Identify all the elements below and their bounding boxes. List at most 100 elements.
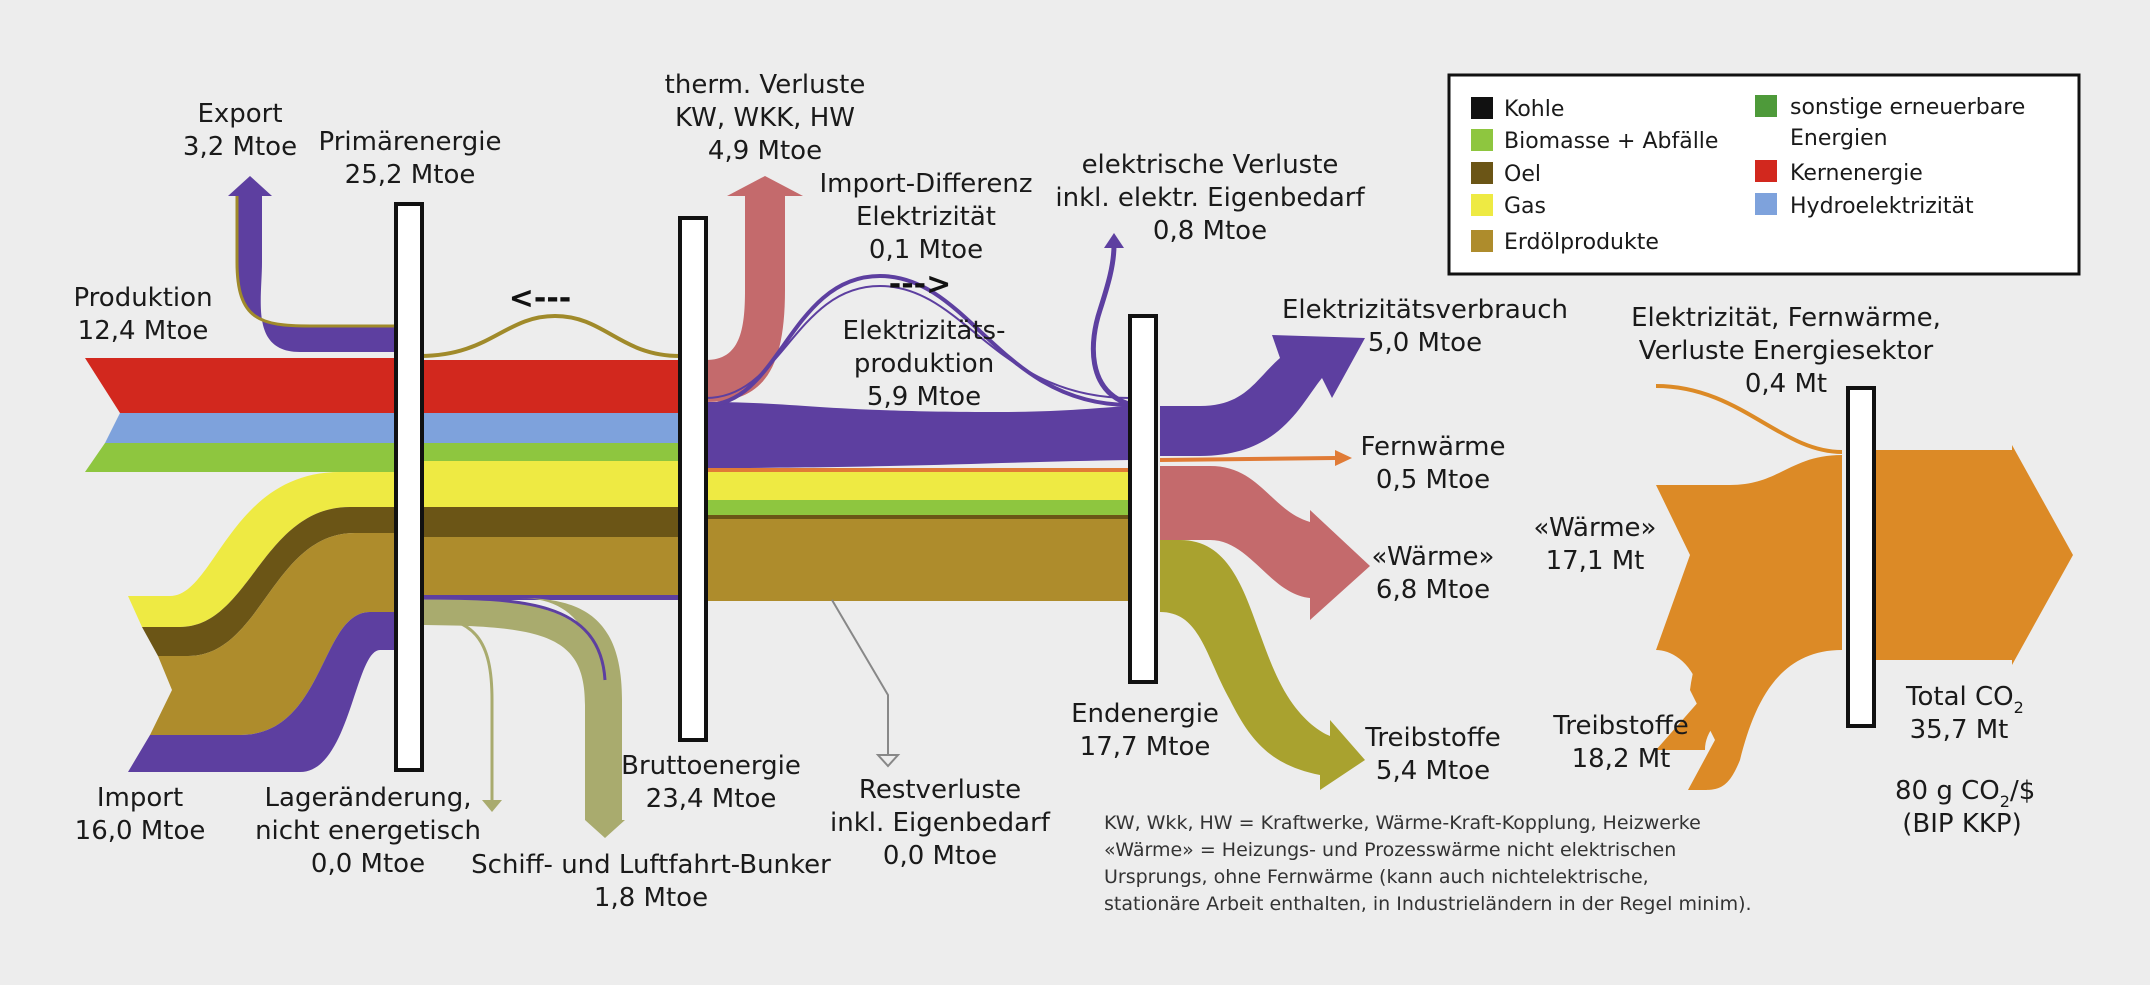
co2-intensity-text: 80 g CO bbox=[1895, 776, 2000, 806]
endenergie-bar bbox=[1128, 314, 1158, 684]
produktion-kern-band bbox=[85, 358, 396, 413]
brutto-label: Bruttoenergie bbox=[621, 751, 801, 781]
brutto-bar bbox=[678, 216, 708, 742]
arrow-left-marker: <--- bbox=[509, 281, 572, 316]
co2-elek-label-1: Elektrizität, Fernwärme, bbox=[1631, 303, 1941, 333]
legend-swatch-biomasse bbox=[1471, 129, 1493, 151]
primaer-label: Primärenergie bbox=[319, 127, 502, 157]
arrow-right-marker: ---> bbox=[889, 267, 952, 302]
bunker-outline bbox=[419, 596, 607, 681]
co2-total-flow bbox=[1865, 445, 2073, 665]
legend-swatch-erdoel bbox=[1471, 230, 1493, 252]
legend-label-erneuerbar-1: sonstige erneuerbare bbox=[1790, 95, 2025, 120]
elverbrauch-flow bbox=[1160, 335, 1365, 456]
bunker-arrowhead bbox=[585, 820, 625, 838]
import-erdoel-band bbox=[150, 533, 396, 735]
mid2-biomasse-band bbox=[706, 500, 1130, 515]
produktion-value: 12,4 Mtoe bbox=[78, 316, 209, 346]
mid-kern-band bbox=[410, 360, 680, 413]
therm-label-1: therm. Verluste bbox=[665, 70, 866, 100]
rest-label-2: inkl. Eigenbedarf bbox=[830, 808, 1051, 838]
primaer-bar bbox=[394, 202, 424, 772]
mid-elektro-thin-band bbox=[410, 595, 680, 600]
mid2-erdoel-band bbox=[706, 519, 1130, 601]
legend-label-erdoel: Erdölprodukte bbox=[1504, 230, 1659, 255]
primaer-value: 25,2 Mtoe bbox=[345, 160, 476, 190]
treibstoffe-value: 5,4 Mtoe bbox=[1376, 756, 1490, 786]
rest-value: 0,0 Mtoe bbox=[883, 841, 997, 871]
export-arrowhead bbox=[228, 176, 272, 196]
lager-label-1: Lageränderung, bbox=[265, 783, 472, 813]
elverbrauch-value: 5,0 Mtoe bbox=[1368, 328, 1482, 358]
therm-value: 4,9 Mtoe bbox=[708, 136, 822, 166]
footnote-line-3: Ursprungs, ohne Fernwärme (kann auch nic… bbox=[1104, 866, 1649, 888]
primary-bump-line bbox=[419, 313, 681, 358]
co2-intensity-basis: (BIP KKP) bbox=[1902, 809, 2022, 839]
importdiff-value: 0,1 Mtoe bbox=[869, 235, 983, 265]
produktion-hydro-band bbox=[105, 413, 396, 443]
legend-swatch-kern bbox=[1755, 160, 1777, 182]
footnote-line-4: stationäre Arbeit enthalten, in Industri… bbox=[1104, 893, 1752, 915]
fernwaerme-flow bbox=[1159, 456, 1336, 462]
waerme-label: «Wärme» bbox=[1372, 542, 1495, 572]
waerme-value: 6,8 Mtoe bbox=[1376, 575, 1490, 605]
co2-intensity-sub: 2 bbox=[2000, 792, 2010, 811]
co2-treib-flow bbox=[1688, 560, 1842, 790]
legend-label-oel: Oel bbox=[1504, 162, 1541, 187]
mid2-oel-band bbox=[706, 515, 1130, 519]
co2-elek-label-2: Verluste Energiesektor bbox=[1639, 336, 1934, 366]
elprod-label-2: produktion bbox=[854, 349, 994, 379]
mid-erdoel-band bbox=[410, 537, 680, 595]
legend-label-hydro: Hydroelektrizität bbox=[1790, 194, 1974, 219]
bunker-label: Schiff- und Luftfahrt-Bunker bbox=[471, 850, 831, 880]
co2-total-label-sub: 2 bbox=[2014, 698, 2024, 717]
co2-intensity-unit: /$ bbox=[2010, 776, 2035, 806]
mid2-fernwaerme-line bbox=[706, 468, 1130, 472]
therm-verluste-flow bbox=[706, 196, 785, 402]
rest-arrowhead bbox=[875, 754, 901, 768]
mid-hydro-band bbox=[410, 413, 680, 443]
co2-elek-flow bbox=[1655, 384, 1843, 454]
mid-gas-band bbox=[410, 461, 680, 507]
brutto-value: 23,4 Mtoe bbox=[646, 784, 777, 814]
endenergie-value: 17,7 Mtoe bbox=[1080, 732, 1211, 762]
legend-swatch-hydro bbox=[1755, 193, 1777, 215]
elprod-label-1: Elektrizitäts- bbox=[843, 316, 1006, 346]
co2-intensity-label: 80 g CO2/$ bbox=[1895, 776, 2035, 811]
co2-total-label-text: Total CO bbox=[1905, 682, 2014, 712]
produktion-label: Produktion bbox=[73, 283, 212, 313]
rest-label-1: Restverluste bbox=[859, 775, 1021, 805]
import-gas-band bbox=[128, 472, 396, 627]
mid2-gas-band bbox=[706, 472, 1130, 500]
co2-waerme-label: «Wärme» bbox=[1534, 513, 1657, 543]
elverluste-flow bbox=[1090, 244, 1133, 408]
co2-treib-label: Treibstoffe bbox=[1552, 711, 1688, 741]
rest-flow bbox=[831, 599, 889, 755]
importdiff-label-1: Import-Differenz bbox=[819, 169, 1032, 199]
mid-oel-band bbox=[410, 507, 680, 537]
export-outline bbox=[235, 196, 396, 328]
lager-arrowhead bbox=[482, 800, 502, 812]
legend-label-erneuerbar-2: Energien bbox=[1790, 126, 1888, 151]
footnote-line-2: «Wärme» = Heizungs- und Prozesswärme nic… bbox=[1104, 839, 1676, 861]
import-label: Import bbox=[97, 783, 183, 813]
lager-flow bbox=[421, 613, 494, 800]
legend-label-kohle: Kohle bbox=[1504, 97, 1564, 122]
lager-label-2: nicht energetisch bbox=[255, 816, 481, 846]
co2-total-value: 35,7 Mt bbox=[1910, 715, 2009, 745]
footnote-line-1: KW, Wkk, HW = Kraftwerke, Wärme-Kraft-Ko… bbox=[1104, 812, 1701, 834]
co2-treib-value: 18,2 Mt bbox=[1572, 744, 1671, 774]
legend-label-gas: Gas bbox=[1504, 194, 1546, 219]
legend-label-biomasse: Biomasse + Abfälle bbox=[1504, 129, 1718, 154]
legend-swatch-oel bbox=[1471, 162, 1493, 184]
elverluste-arrowhead bbox=[1104, 233, 1124, 248]
produktion-biomasse-band bbox=[85, 443, 396, 472]
legend-swatch-erneuerbar bbox=[1755, 95, 1777, 117]
waerme-flow bbox=[1160, 466, 1370, 620]
export-label: Export bbox=[197, 99, 282, 129]
export-value: 3,2 Mtoe bbox=[183, 132, 297, 162]
import-elektro-band bbox=[128, 612, 396, 772]
lager-value: 0,0 Mtoe bbox=[311, 849, 425, 879]
importdiff-label-2: Elektrizität bbox=[856, 202, 996, 232]
